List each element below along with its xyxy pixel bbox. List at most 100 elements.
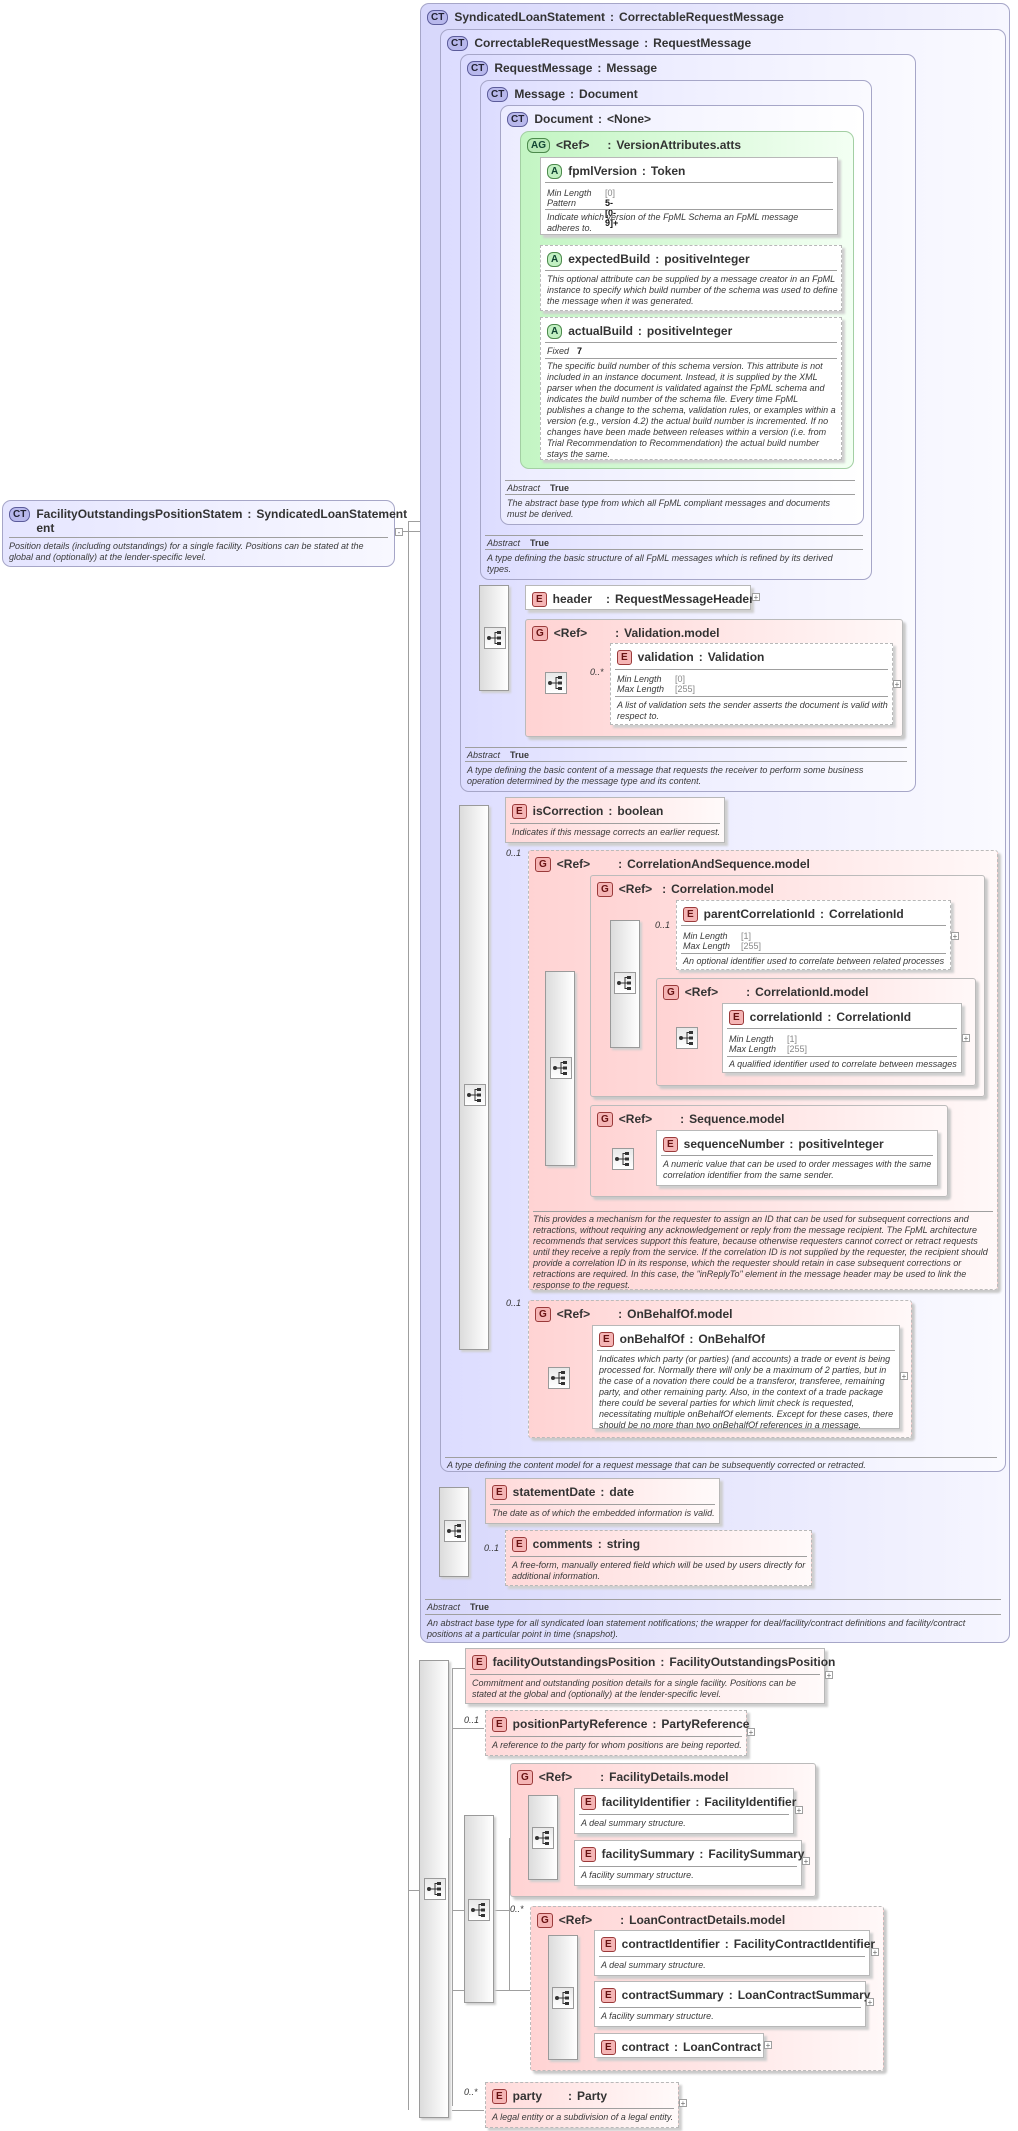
element-badge: E xyxy=(683,906,698,922)
group-badge: G xyxy=(535,856,551,872)
type-separator: : xyxy=(641,164,646,178)
element-badge: E xyxy=(512,803,527,819)
element-statement-date[interactable]: E statementDate : date The date as of wh… xyxy=(485,1478,720,1524)
expand-icon[interactable]: - xyxy=(395,528,403,537)
element-name: comments xyxy=(532,1537,593,1551)
expand-icon[interactable]: + xyxy=(962,1034,970,1043)
expand-icon[interactable]: + xyxy=(900,1372,908,1381)
group-type: FacilityDetails.model xyxy=(609,1770,729,1784)
element-contract[interactable]: E contract : LoanContract xyxy=(594,2033,764,2058)
element-facility-identifier[interactable]: E facilityIdentifier : FacilityIdentifie… xyxy=(574,1788,797,1834)
ref-label: <Ref> xyxy=(684,985,719,999)
ref-label: <Ref> xyxy=(558,1913,593,1927)
ct-description: A type defining the basic content of a m… xyxy=(467,765,864,786)
expand-icon[interactable]: + xyxy=(866,1998,874,2007)
expand-icon[interactable]: + xyxy=(802,1857,810,1866)
root-type: SyndicatedLoanStatement xyxy=(256,507,408,521)
element-facility-outstandings-position[interactable]: E facilityOutstandingsPosition : Facilit… xyxy=(465,1648,835,1704)
type-separator: : xyxy=(620,1913,625,1927)
element-name: onBehalfOf xyxy=(619,1332,685,1346)
group-badge: G xyxy=(597,881,613,897)
element-correlation-id[interactable]: E correlationId : CorrelationId Min Leng… xyxy=(722,1003,962,1073)
ct-name: Message xyxy=(514,87,566,101)
group-badge: G xyxy=(663,984,679,1000)
expand-icon[interactable]: + xyxy=(679,2099,687,2108)
ct-name: Document xyxy=(534,112,594,126)
element-badge: E xyxy=(601,1936,616,1952)
element-contract-identifier[interactable]: E contractIdentifier : FacilityContractI… xyxy=(594,1930,875,1976)
sequence-compositor[interactable] xyxy=(459,805,489,1350)
type-separator: : xyxy=(652,1717,657,1731)
element-description: An optional identifier used to correlate… xyxy=(683,956,945,966)
element-badge: E xyxy=(492,1716,507,1732)
facet-value: 5-[0-9]+ xyxy=(605,198,619,228)
type-separator: : xyxy=(606,592,611,606)
element-position-party-reference[interactable]: E positionPartyReference : PartyReferenc… xyxy=(485,1710,749,1756)
expand-icon[interactable]: + xyxy=(752,593,760,602)
element-type: CorrelationId xyxy=(829,907,904,921)
expand-icon[interactable]: + xyxy=(795,1806,803,1815)
type-separator: : xyxy=(689,1332,694,1346)
abstract-value: True xyxy=(550,483,570,493)
complex-type-badge: CT xyxy=(507,111,529,127)
facet-value: [255] xyxy=(741,941,762,951)
sequence-icon xyxy=(545,672,567,694)
element-name: parentCorrelationId xyxy=(703,907,816,921)
type-separator: : xyxy=(608,804,613,818)
root-complex-type[interactable]: CT FacilityOutstandingsPositionStatem en… xyxy=(2,500,407,567)
expand-icon[interactable]: + xyxy=(747,1728,755,1737)
group-type: LoanContractDetails.model xyxy=(629,1913,786,1927)
attribute-group-type: VersionAttributes.atts xyxy=(616,138,742,152)
element-type: FacilityIdentifier xyxy=(704,1795,797,1809)
expand-icon[interactable]: + xyxy=(893,680,901,689)
element-parent-correlation-id[interactable]: E parentCorrelationId : CorrelationId Mi… xyxy=(676,900,951,970)
group-type: CorrelationId.model xyxy=(755,985,869,999)
element-header[interactable]: E header : RequestMessageHeader xyxy=(525,585,754,610)
element-facility-summary[interactable]: E facilitySummary : FacilitySummary A fa… xyxy=(574,1840,804,1886)
expand-icon[interactable]: + xyxy=(951,932,959,941)
complex-type-badge: CT xyxy=(467,60,489,76)
element-type: LoanContractSummary xyxy=(737,1988,871,2002)
element-description: A legal entity or a subdivision of a leg… xyxy=(492,2112,674,2122)
complex-type-badge: CT xyxy=(9,507,31,522)
element-is-correction[interactable]: E isCorrection : boolean Indicates if th… xyxy=(505,797,725,843)
element-description: Commitment and outstanding position deta… xyxy=(472,1678,797,1699)
sequence-icon xyxy=(548,1367,570,1389)
attribute-name: fpmlVersion xyxy=(568,164,637,178)
attribute-group-badge: AG xyxy=(527,137,550,153)
element-comments[interactable]: E comments : string A free-form, manuall… xyxy=(505,1530,812,1586)
element-badge: E xyxy=(601,2039,616,2055)
element-name: facilityOutstandingsPosition xyxy=(492,1655,656,1669)
expand-icon[interactable]: + xyxy=(825,1671,833,1680)
facet-label: Min Length xyxy=(617,674,662,684)
sequence-icon xyxy=(550,1057,572,1079)
attribute-expected-build[interactable]: A expectedBuild : positiveInteger This o… xyxy=(540,245,842,311)
attribute-description: This optional attribute can be supplied … xyxy=(547,274,838,306)
type-separator: : xyxy=(637,324,642,338)
type-separator: : xyxy=(597,61,602,75)
attribute-badge: A xyxy=(547,323,563,339)
cardinality-label: 0..* xyxy=(510,1904,524,1914)
group-badge: G xyxy=(535,1306,551,1322)
expand-icon[interactable]: + xyxy=(871,1948,879,1957)
element-on-behalf-of[interactable]: E onBehalfOf : OnBehalfOf Indicates whic… xyxy=(592,1325,900,1430)
group-description: This provides a mechanism for the reques… xyxy=(533,1214,988,1290)
ct-base-type: Document xyxy=(579,87,638,101)
element-sequence-number[interactable]: E sequenceNumber : positiveInteger A num… xyxy=(656,1130,938,1186)
type-separator: : xyxy=(600,1770,605,1784)
element-contract-summary[interactable]: E contractSummary : LoanContractSummary … xyxy=(594,1981,870,2027)
sequence-icon xyxy=(676,1027,698,1049)
abstract-value: True xyxy=(530,538,550,548)
element-party[interactable]: E party : Party A legal entity or a subd… xyxy=(485,2082,679,2128)
type-separator: : xyxy=(610,10,615,24)
element-badge: E xyxy=(599,1331,614,1347)
expand-icon[interactable]: + xyxy=(764,2041,772,2050)
group-type: Validation.model xyxy=(624,626,720,640)
attribute-fpml-version[interactable]: A fpmlVersion : Token Min Length[0] Patt… xyxy=(540,157,838,235)
group-badge: G xyxy=(537,1912,553,1928)
element-validation[interactable]: E validation : Validation Min Length[0] … xyxy=(610,643,893,725)
attribute-type: Token xyxy=(650,164,686,178)
element-description: A reference to the party for whom positi… xyxy=(492,1740,742,1750)
element-type: LoanContract xyxy=(683,2040,762,2054)
